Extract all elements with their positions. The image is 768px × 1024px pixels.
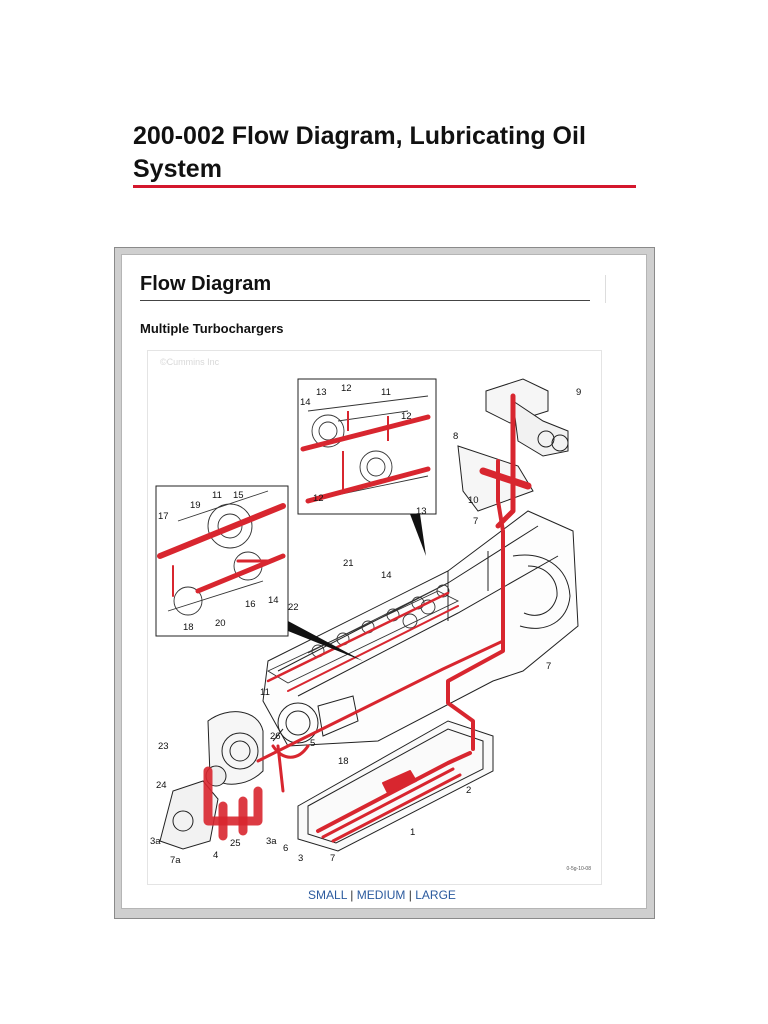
- page-title: 200-002 Flow Diagram, Lubricating Oil Sy…: [133, 122, 586, 183]
- callout-20: 20: [215, 618, 226, 629]
- callout-8: 8: [453, 431, 458, 442]
- inset-detail-gear-train: [155, 485, 289, 637]
- callout-17: 17: [158, 511, 169, 522]
- callout-3a-right: 3a: [266, 836, 277, 847]
- diagram-illustration: 1 2 3 3a 3a 4 5 6 7a 7 7 7 8 9 10 11 11: [150, 378, 581, 866]
- size-small-link[interactable]: SMALL: [308, 888, 347, 902]
- callout-15: 15: [233, 490, 244, 501]
- lubricating-oil-diagram: 1 2 3 3a 3a 4 5 6 7a 7 7 7 8 9 10 11 11: [147, 350, 602, 885]
- callout-18-b: 18: [338, 756, 349, 767]
- callout-7-a: 7: [473, 516, 478, 527]
- inset-pointer-top: [410, 514, 426, 556]
- diagram-callouts: 1 2 3 3a 3a 4 5 6 7a 7 7 7 8 9 10 11 11: [150, 383, 581, 866]
- callout-23: 23: [158, 741, 169, 752]
- callout-12-c: 12: [313, 493, 324, 504]
- callout-10: 10: [468, 495, 479, 506]
- panel-divider: [605, 275, 606, 303]
- engine-block: [262, 510, 579, 747]
- callout-14-b: 14: [268, 595, 279, 606]
- callout-1: 1: [410, 827, 415, 838]
- content-panel: Flow Diagram Multiple Turbochargers: [114, 247, 655, 919]
- callout-25: 25: [230, 838, 241, 849]
- title-divider: [133, 185, 636, 188]
- callout-7-c: 7: [330, 853, 335, 864]
- callout-4: 4: [213, 850, 218, 861]
- callout-3a-left: 3a: [150, 836, 161, 847]
- content-panel-inner: Flow Diagram Multiple Turbochargers: [121, 254, 647, 909]
- callout-2: 2: [466, 785, 471, 796]
- section-subheading: Multiple Turbochargers: [140, 321, 284, 336]
- callout-11-c: 11: [260, 687, 270, 698]
- callout-14-c: 14: [381, 570, 392, 581]
- image-size-links: SMALL | MEDIUM | LARGE: [122, 888, 642, 902]
- callout-13-b: 13: [416, 506, 427, 517]
- callout-7a: 7a: [170, 855, 181, 866]
- size-large-link[interactable]: LARGE: [415, 888, 456, 902]
- callout-11-b: 11: [212, 490, 222, 501]
- callout-22: 22: [288, 602, 299, 613]
- size-separator: |: [350, 888, 354, 902]
- callout-18-a: 18: [183, 622, 194, 633]
- size-separator: |: [408, 888, 412, 902]
- oil-flow-passages: [203, 393, 532, 843]
- callout-24: 24: [156, 780, 167, 791]
- figure-code: 0-5g-10-08: [566, 866, 591, 872]
- callout-5: 5: [310, 738, 315, 749]
- turbocharger-assembly: [207, 695, 359, 785]
- inset-detail-camshaft: [297, 378, 437, 515]
- oil-pump-housing: [159, 765, 227, 850]
- callout-14-a: 14: [300, 397, 311, 408]
- callout-12-a: 12: [341, 383, 352, 394]
- callout-6: 6: [283, 843, 288, 854]
- callout-26: 26: [270, 731, 281, 742]
- size-medium-link[interactable]: MEDIUM: [356, 888, 406, 902]
- inset-pointer-left: [288, 621, 363, 661]
- callout-12-b: 12: [401, 411, 412, 422]
- callout-13-a: 13: [316, 387, 327, 398]
- callout-16: 16: [245, 599, 256, 610]
- callout-19: 19: [190, 500, 201, 511]
- callout-11-a: 11: [381, 387, 391, 398]
- callout-7-b: 7: [546, 661, 551, 672]
- callout-3: 3: [298, 853, 303, 864]
- callout-9: 9: [576, 387, 581, 398]
- section-heading: Flow Diagram: [140, 273, 590, 301]
- copyright-watermark: ©Cummins Inc: [160, 357, 220, 367]
- callout-21: 21: [343, 558, 354, 569]
